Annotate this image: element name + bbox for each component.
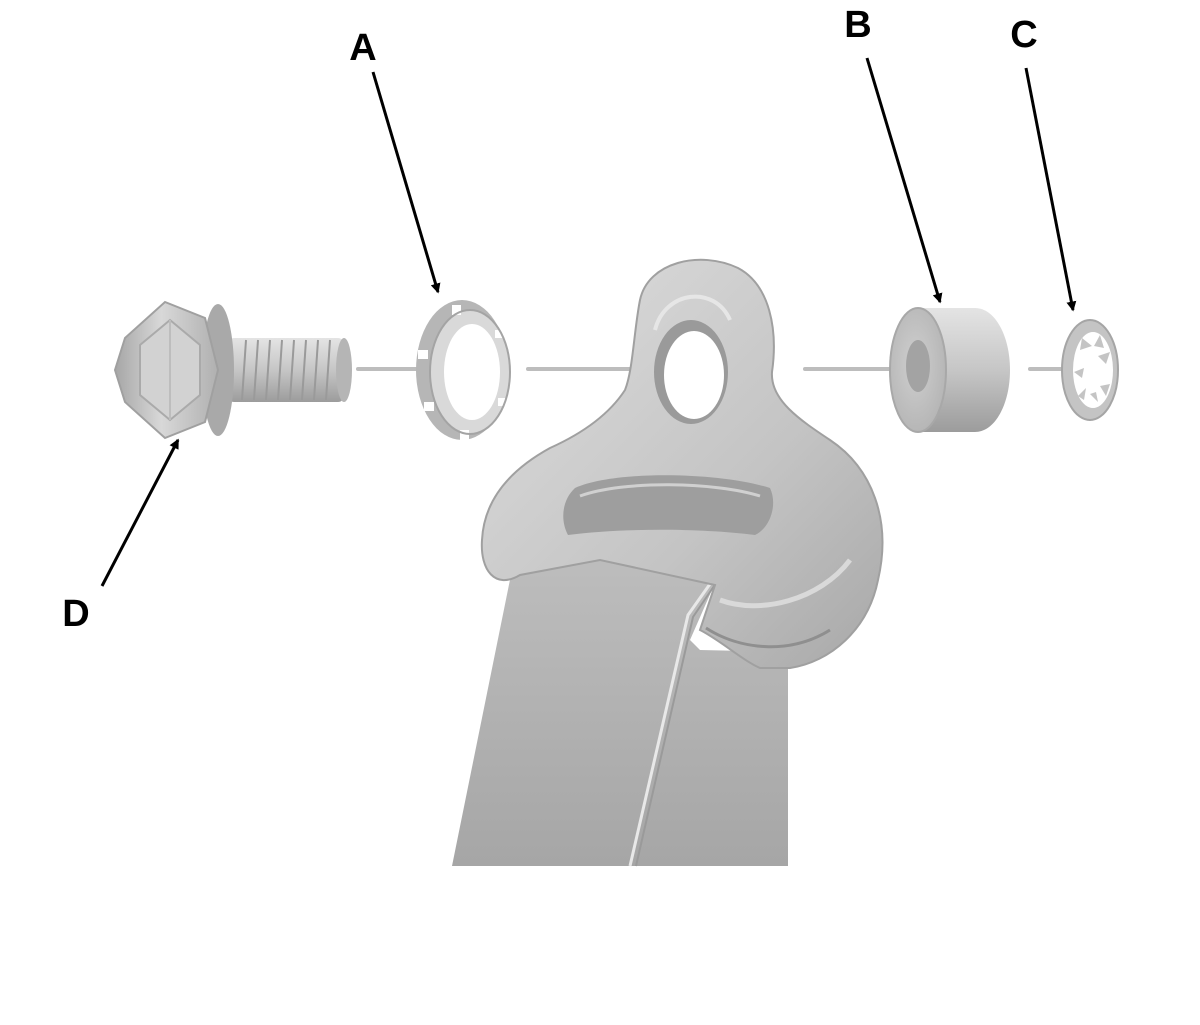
callout-c-arrow	[1024, 67, 1077, 312]
slotted-ring-icon	[416, 300, 511, 440]
callout-label-a: A	[349, 27, 376, 69]
callout-label-b: B	[844, 4, 871, 46]
spacer-collar-icon	[889, 307, 1010, 433]
callout-label-d: D	[62, 593, 89, 635]
seat-belt-anchor-plate-icon	[480, 258, 884, 669]
callout-d-arrow	[100, 438, 180, 587]
star-lock-washer-icon	[1061, 319, 1119, 421]
callout-a-arrow	[371, 71, 441, 294]
flange-bolt-icon	[113, 300, 352, 440]
callout-label-c: C	[1010, 14, 1037, 56]
callout-b-arrow	[865, 57, 943, 304]
callout-arrows	[100, 57, 1077, 587]
